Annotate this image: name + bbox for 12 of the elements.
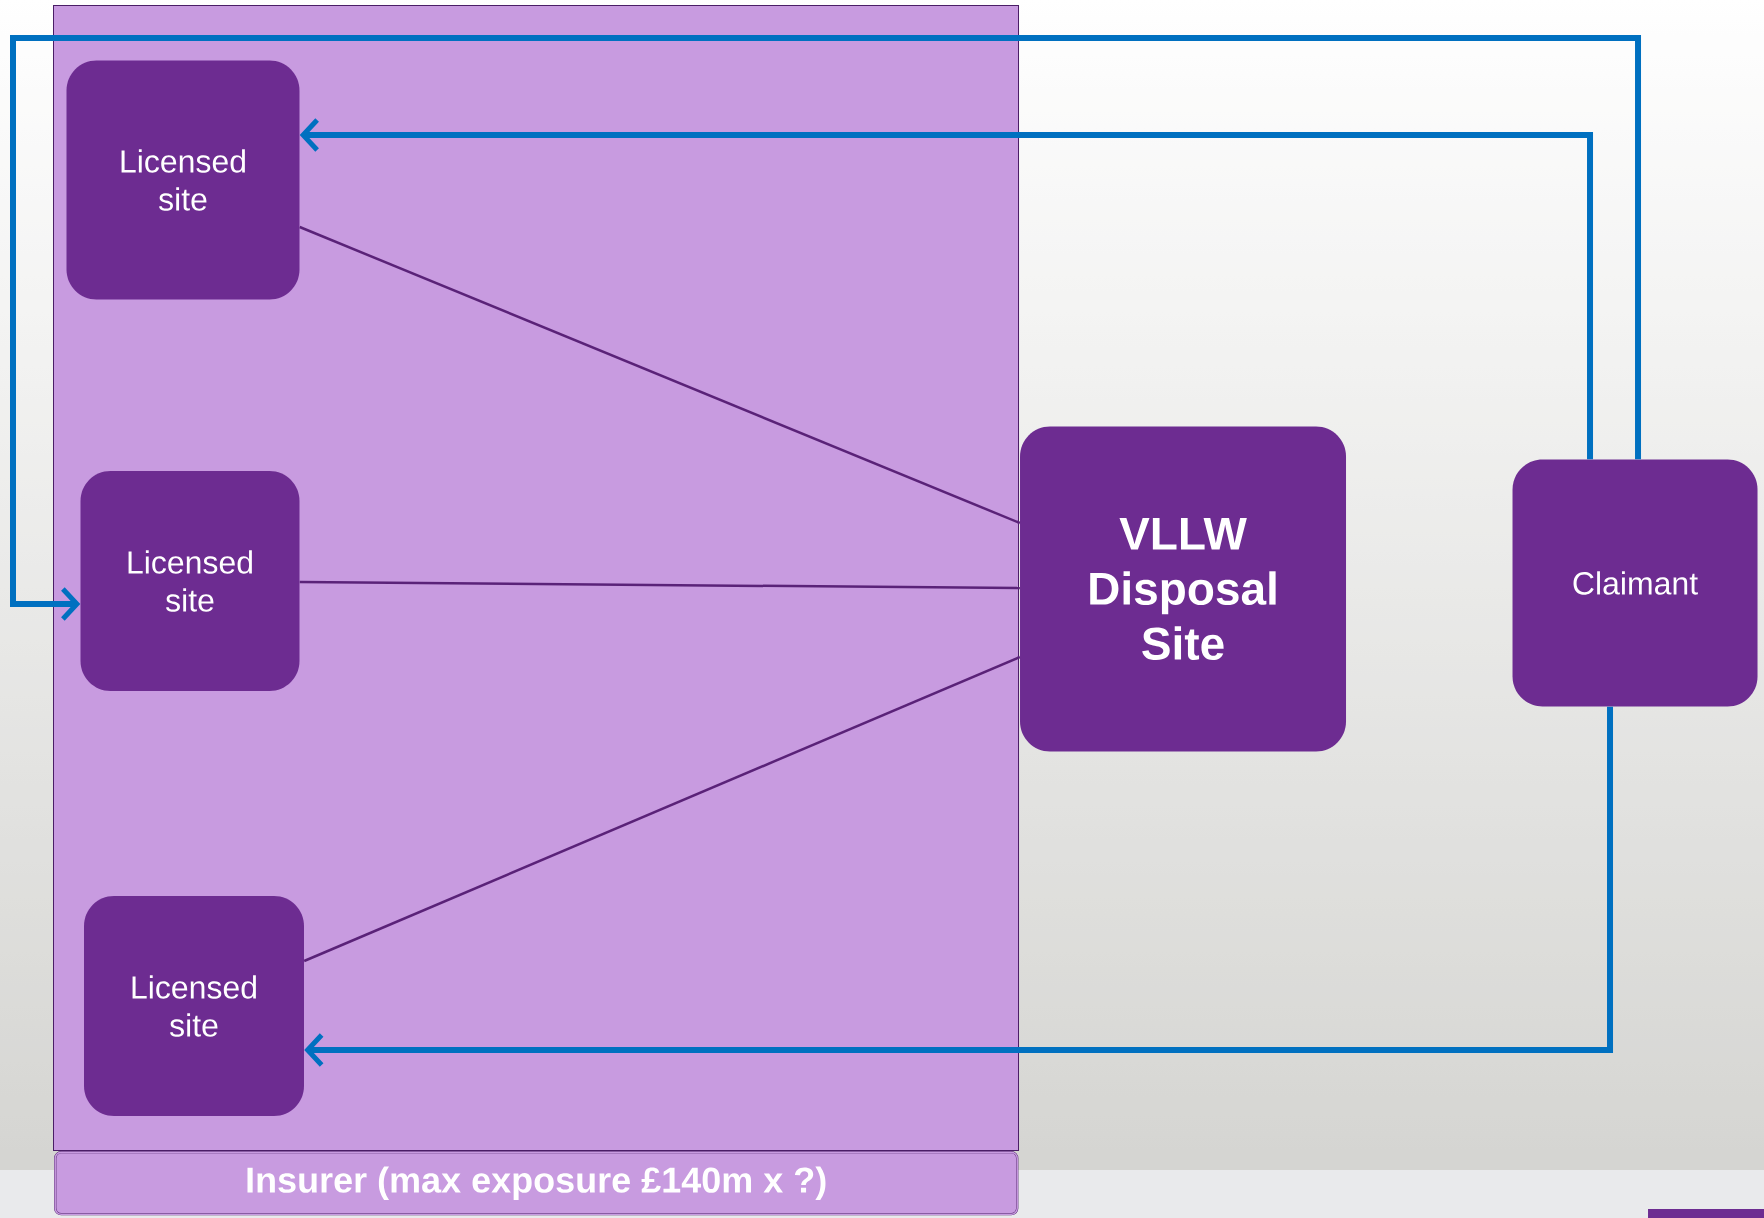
connector-line bbox=[303, 655, 1021, 963]
arrow bbox=[299, 118, 1593, 460]
arrow bbox=[10, 35, 1641, 621]
site-box: Licensed site bbox=[84, 896, 304, 1116]
insurer-label: Insurer (max exposure £140m x ?) bbox=[54, 1151, 1019, 1216]
connector-line bbox=[299, 580, 1020, 590]
claimant-box: Claimant bbox=[1512, 459, 1758, 707]
disposal-site-box: VLLW Disposal Site bbox=[1020, 426, 1346, 752]
connector-line bbox=[299, 225, 1021, 525]
arrow bbox=[304, 706, 1613, 1067]
site-box: Licensed site bbox=[66, 60, 300, 300]
site-box: Licensed site bbox=[80, 471, 300, 691]
